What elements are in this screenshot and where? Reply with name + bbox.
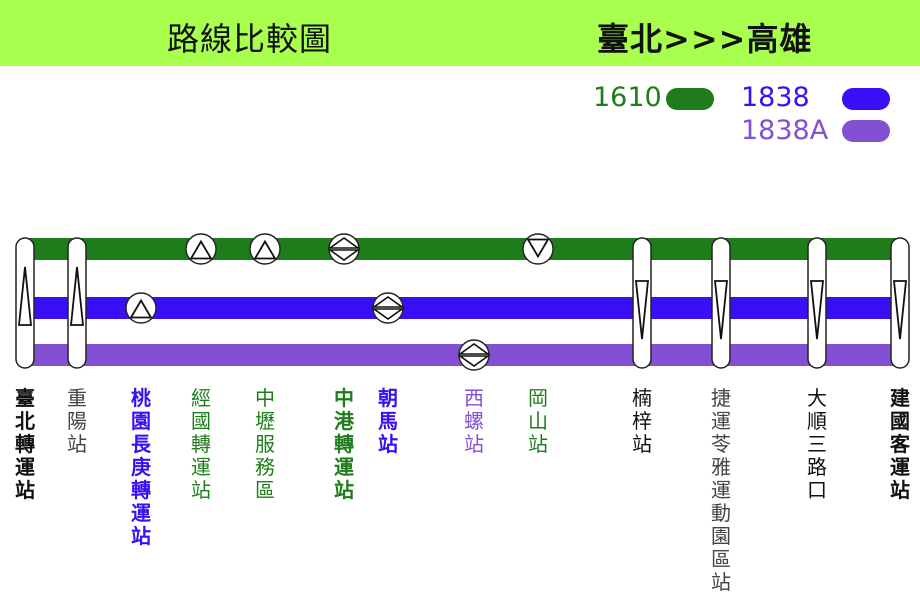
diagram-title: 路線比較圖 xyxy=(167,20,333,58)
down-arrow-icon xyxy=(714,280,728,340)
bidirectional-icon xyxy=(327,249,361,261)
route-title: 臺北>>>高雄 xyxy=(597,20,813,58)
legend-swatch-1838 xyxy=(842,88,890,110)
station-label: 臺北轉運站 xyxy=(15,386,35,502)
up-arrow-icon xyxy=(18,266,32,326)
up-arrow-icon xyxy=(189,239,213,260)
up-arrow-icon xyxy=(70,266,84,326)
title-bar: 路線比較圖 臺北>>>高雄 xyxy=(0,0,920,66)
station-label: 捷運苓雅運動園區站 xyxy=(711,386,731,594)
station-label: 西螺站 xyxy=(464,386,484,456)
bidirectional-icon xyxy=(457,343,491,355)
down-arrow-icon xyxy=(810,280,824,340)
bidirectional-icon xyxy=(457,355,491,367)
station-marker-circle xyxy=(458,339,490,371)
legend-label-1610: 1610 xyxy=(593,82,662,113)
bidirectional-icon xyxy=(371,296,405,308)
station-marker-circle xyxy=(372,292,404,324)
route-line-1610 xyxy=(25,238,900,260)
station-label: 楠梓站 xyxy=(632,386,652,456)
station-marker-circle xyxy=(328,233,360,265)
station-label: 朝馬站 xyxy=(378,386,398,456)
station-label: 岡山站 xyxy=(528,386,548,456)
station-label: 中港轉運站 xyxy=(334,386,354,502)
down-arrow-icon xyxy=(635,280,649,340)
station-label: 經國轉運站 xyxy=(191,386,211,502)
station-label: 中壢服務區 xyxy=(255,386,275,502)
station-label: 建國客運站 xyxy=(890,386,910,502)
station-label: 桃園長庚轉運站 xyxy=(131,386,151,548)
station-label: 重陽站 xyxy=(67,386,87,456)
down-arrow-icon xyxy=(893,280,907,340)
route-line-1838 xyxy=(25,297,900,319)
up-arrow-icon xyxy=(129,298,153,319)
legend-swatch-1838A xyxy=(842,120,890,142)
bidirectional-icon xyxy=(371,308,405,320)
down-arrow-icon xyxy=(526,238,550,259)
bidirectional-icon xyxy=(327,237,361,249)
legend-swatch-1610 xyxy=(666,88,714,110)
up-arrow-icon xyxy=(253,239,277,260)
legend-label-1838: 1838 xyxy=(741,82,810,113)
legend-label-1838A: 1838A xyxy=(741,115,829,146)
station-label: 大順三路口 xyxy=(807,386,827,502)
